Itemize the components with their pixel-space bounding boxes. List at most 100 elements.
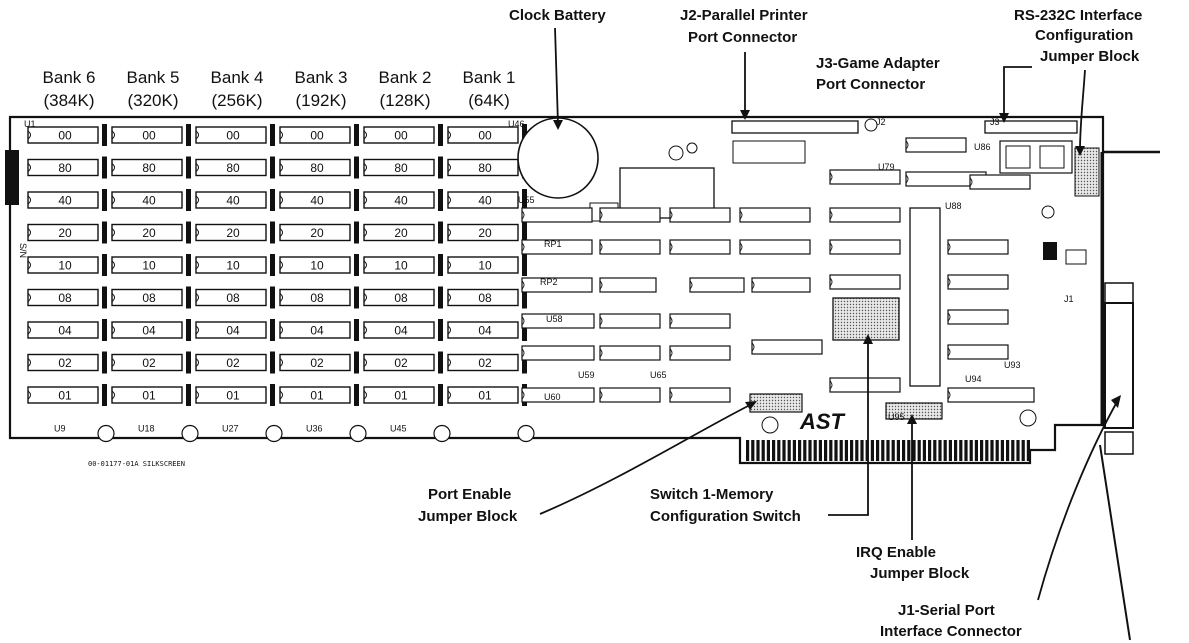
label-rs232-line1: RS-232C Interface	[1014, 7, 1142, 24]
ram-chip: 20	[279, 223, 351, 242]
edge-finger	[928, 440, 932, 461]
switch1-memory-config	[832, 297, 900, 341]
decoupling-capacitor	[354, 351, 359, 374]
edge-finger	[761, 440, 765, 461]
edge-finger	[829, 440, 833, 461]
ram-chip-bit-label: 08	[142, 291, 156, 305]
ram-chip-bit-label: 20	[310, 226, 324, 240]
edge-finger	[943, 440, 947, 461]
ref-u59: U59	[578, 370, 595, 380]
decoupling-capacitor	[354, 286, 359, 309]
ram-chip-bit-label: 02	[58, 356, 72, 370]
ram-chip: 04	[363, 321, 435, 339]
leader-port-enable	[539, 403, 753, 515]
ram-chip: 01	[111, 386, 183, 404]
ram-chip: 02	[111, 353, 183, 372]
edge-finger	[751, 440, 755, 461]
port-enable-jumper	[749, 393, 803, 413]
logic-chip	[521, 277, 593, 293]
logic-chip	[599, 387, 661, 403]
bank-size-label: (384K)	[43, 91, 94, 110]
edge-finger	[756, 440, 760, 461]
ram-chip-bit-label: 80	[310, 161, 324, 175]
ram-chip-bit-label: 10	[310, 259, 324, 273]
ram-chip-bit-label: 80	[142, 161, 156, 175]
logic-chip	[521, 387, 595, 403]
ram-chip-bit-label: 80	[478, 161, 492, 175]
ram-chip-bit-label: 80	[394, 161, 408, 175]
electrolytic-capacitor	[349, 424, 367, 443]
decoupling-capacitor	[186, 189, 191, 211]
logic-chips	[521, 137, 1035, 403]
ram-chip-bit-label: 04	[394, 324, 408, 338]
ram-chip: 20	[195, 223, 267, 242]
ram-chip: 20	[363, 223, 435, 242]
decoupling-capacitor	[186, 351, 191, 374]
decoupling-capacitor	[522, 319, 527, 341]
ram-chip: 20	[447, 223, 519, 242]
logic-chip	[599, 313, 661, 329]
decoupling-capacitor	[438, 189, 443, 211]
logic-chip	[751, 277, 811, 293]
ram-chip-bit-label: 08	[478, 291, 492, 305]
decoupling-capacitor	[186, 156, 191, 179]
components	[517, 117, 1100, 434]
bank-bottom-ref: U27	[222, 424, 239, 434]
edge-finger	[974, 440, 978, 461]
edge-finger	[917, 440, 921, 461]
edge-finger	[1006, 440, 1010, 461]
ram-chip: 10	[195, 256, 267, 274]
ram-chip: 04	[111, 321, 183, 339]
logic-chip	[947, 309, 1009, 325]
bank-headers: Bank 6(384K)Bank 5(320K)Bank 4(256K)Bank…	[43, 68, 516, 110]
decoupling-capacitor	[270, 319, 275, 341]
decoupling-capacitor	[186, 254, 191, 276]
electrolytic-capacitor	[265, 424, 283, 443]
decoupling-capacitor	[522, 286, 527, 309]
ram-chip-bit-label: 10	[394, 259, 408, 273]
bank-size-label: (128K)	[379, 91, 430, 110]
edge-finger	[844, 440, 848, 461]
edge-finger	[834, 440, 838, 461]
ref-j1: J1	[1064, 294, 1074, 304]
decoupling-capacitor	[102, 351, 107, 374]
ram-chip-bit-label: 20	[226, 226, 240, 240]
decoupling-capacitor	[354, 189, 359, 211]
decoupling-capacitor	[102, 254, 107, 276]
label-irq-line2: Jumper Block	[870, 565, 970, 582]
logic-chip	[599, 345, 661, 361]
label-j1-line1: J1-Serial Port	[898, 602, 995, 619]
ram-chip-bit-label: 00	[394, 129, 408, 143]
leader-j3	[1003, 66, 1032, 118]
ref-u94: U94	[965, 374, 982, 384]
logic-chip	[947, 344, 1009, 360]
logic-chip	[829, 377, 901, 393]
edge-finger	[990, 440, 994, 461]
decoupling-capacitor	[354, 319, 359, 341]
bank-name-label: Bank 4	[211, 68, 264, 87]
ram-chip-bit-label: 10	[58, 259, 72, 273]
decoupling-capacitor	[102, 319, 107, 341]
decoupling-capacitor	[270, 351, 275, 374]
edge-finger	[902, 440, 906, 461]
ram-chip: 80	[363, 158, 435, 177]
ram-chip: 10	[363, 256, 435, 274]
ram-chip-bit-label: 80	[58, 161, 72, 175]
ram-chip-bit-label: 02	[226, 356, 240, 370]
ram-chip: 10	[279, 256, 351, 274]
bank-bottom-ref: U18	[138, 424, 155, 434]
edge-finger	[969, 440, 973, 461]
ram-chip: 00	[279, 126, 351, 144]
logic-chip	[669, 207, 731, 223]
ram-chip-bit-label: 04	[310, 324, 324, 338]
edge-finger	[798, 440, 802, 461]
ram-chip: 04	[447, 321, 519, 339]
edge-finger	[792, 440, 796, 461]
ram-chip-bit-label: 08	[394, 291, 408, 305]
decoupling-capacitor	[438, 156, 443, 179]
